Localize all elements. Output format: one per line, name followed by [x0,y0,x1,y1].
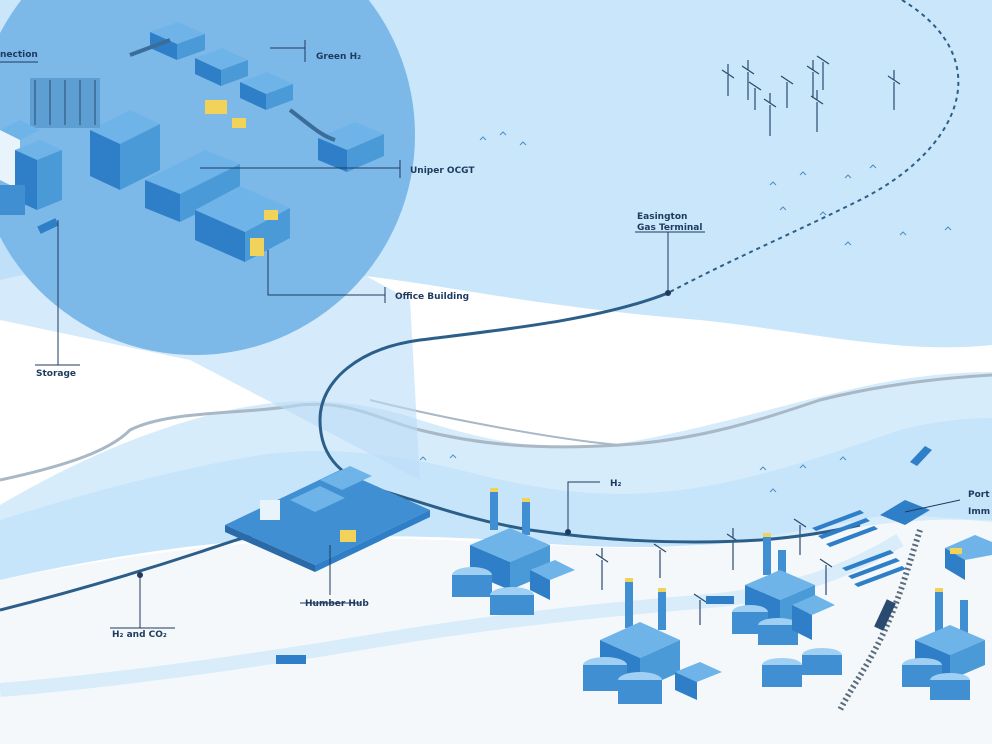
truck-river [706,596,734,604]
label-uniper-ocgt: Uniper OCGT [410,166,475,176]
zoom-buildings [0,22,384,262]
solar-arrays [812,510,906,587]
label-port-line2: Imm [968,507,990,517]
train [874,599,896,631]
label-connection: nection [0,50,38,60]
label-storage: Storage [36,369,76,379]
label-green-h2: Green H₂ [316,52,361,62]
land-south [0,519,992,744]
ship [910,446,932,466]
label-easington-line2: Gas Terminal [637,223,702,233]
truck-road [276,655,306,664]
factory-cluster [452,488,992,704]
label-office-building: Office Building [395,292,469,302]
label-h2: H₂ [610,479,622,489]
label-port-line1: Port [968,490,990,500]
offshore-pipeline [667,0,960,294]
estuary [0,372,992,700]
label-humber-hub: Humber Hub [305,599,369,609]
humber-hub-site [225,466,430,572]
offshore-wind-farm [721,55,901,136]
port-jetty [880,500,930,525]
onshore-wind-turbines [595,518,833,625]
label-h2-co2: H₂ and CO₂ [112,630,167,640]
leader-lines [0,40,961,629]
sea-waves [419,131,952,493]
coastline [0,373,992,482]
label-easington-line1: Easington [637,212,687,222]
